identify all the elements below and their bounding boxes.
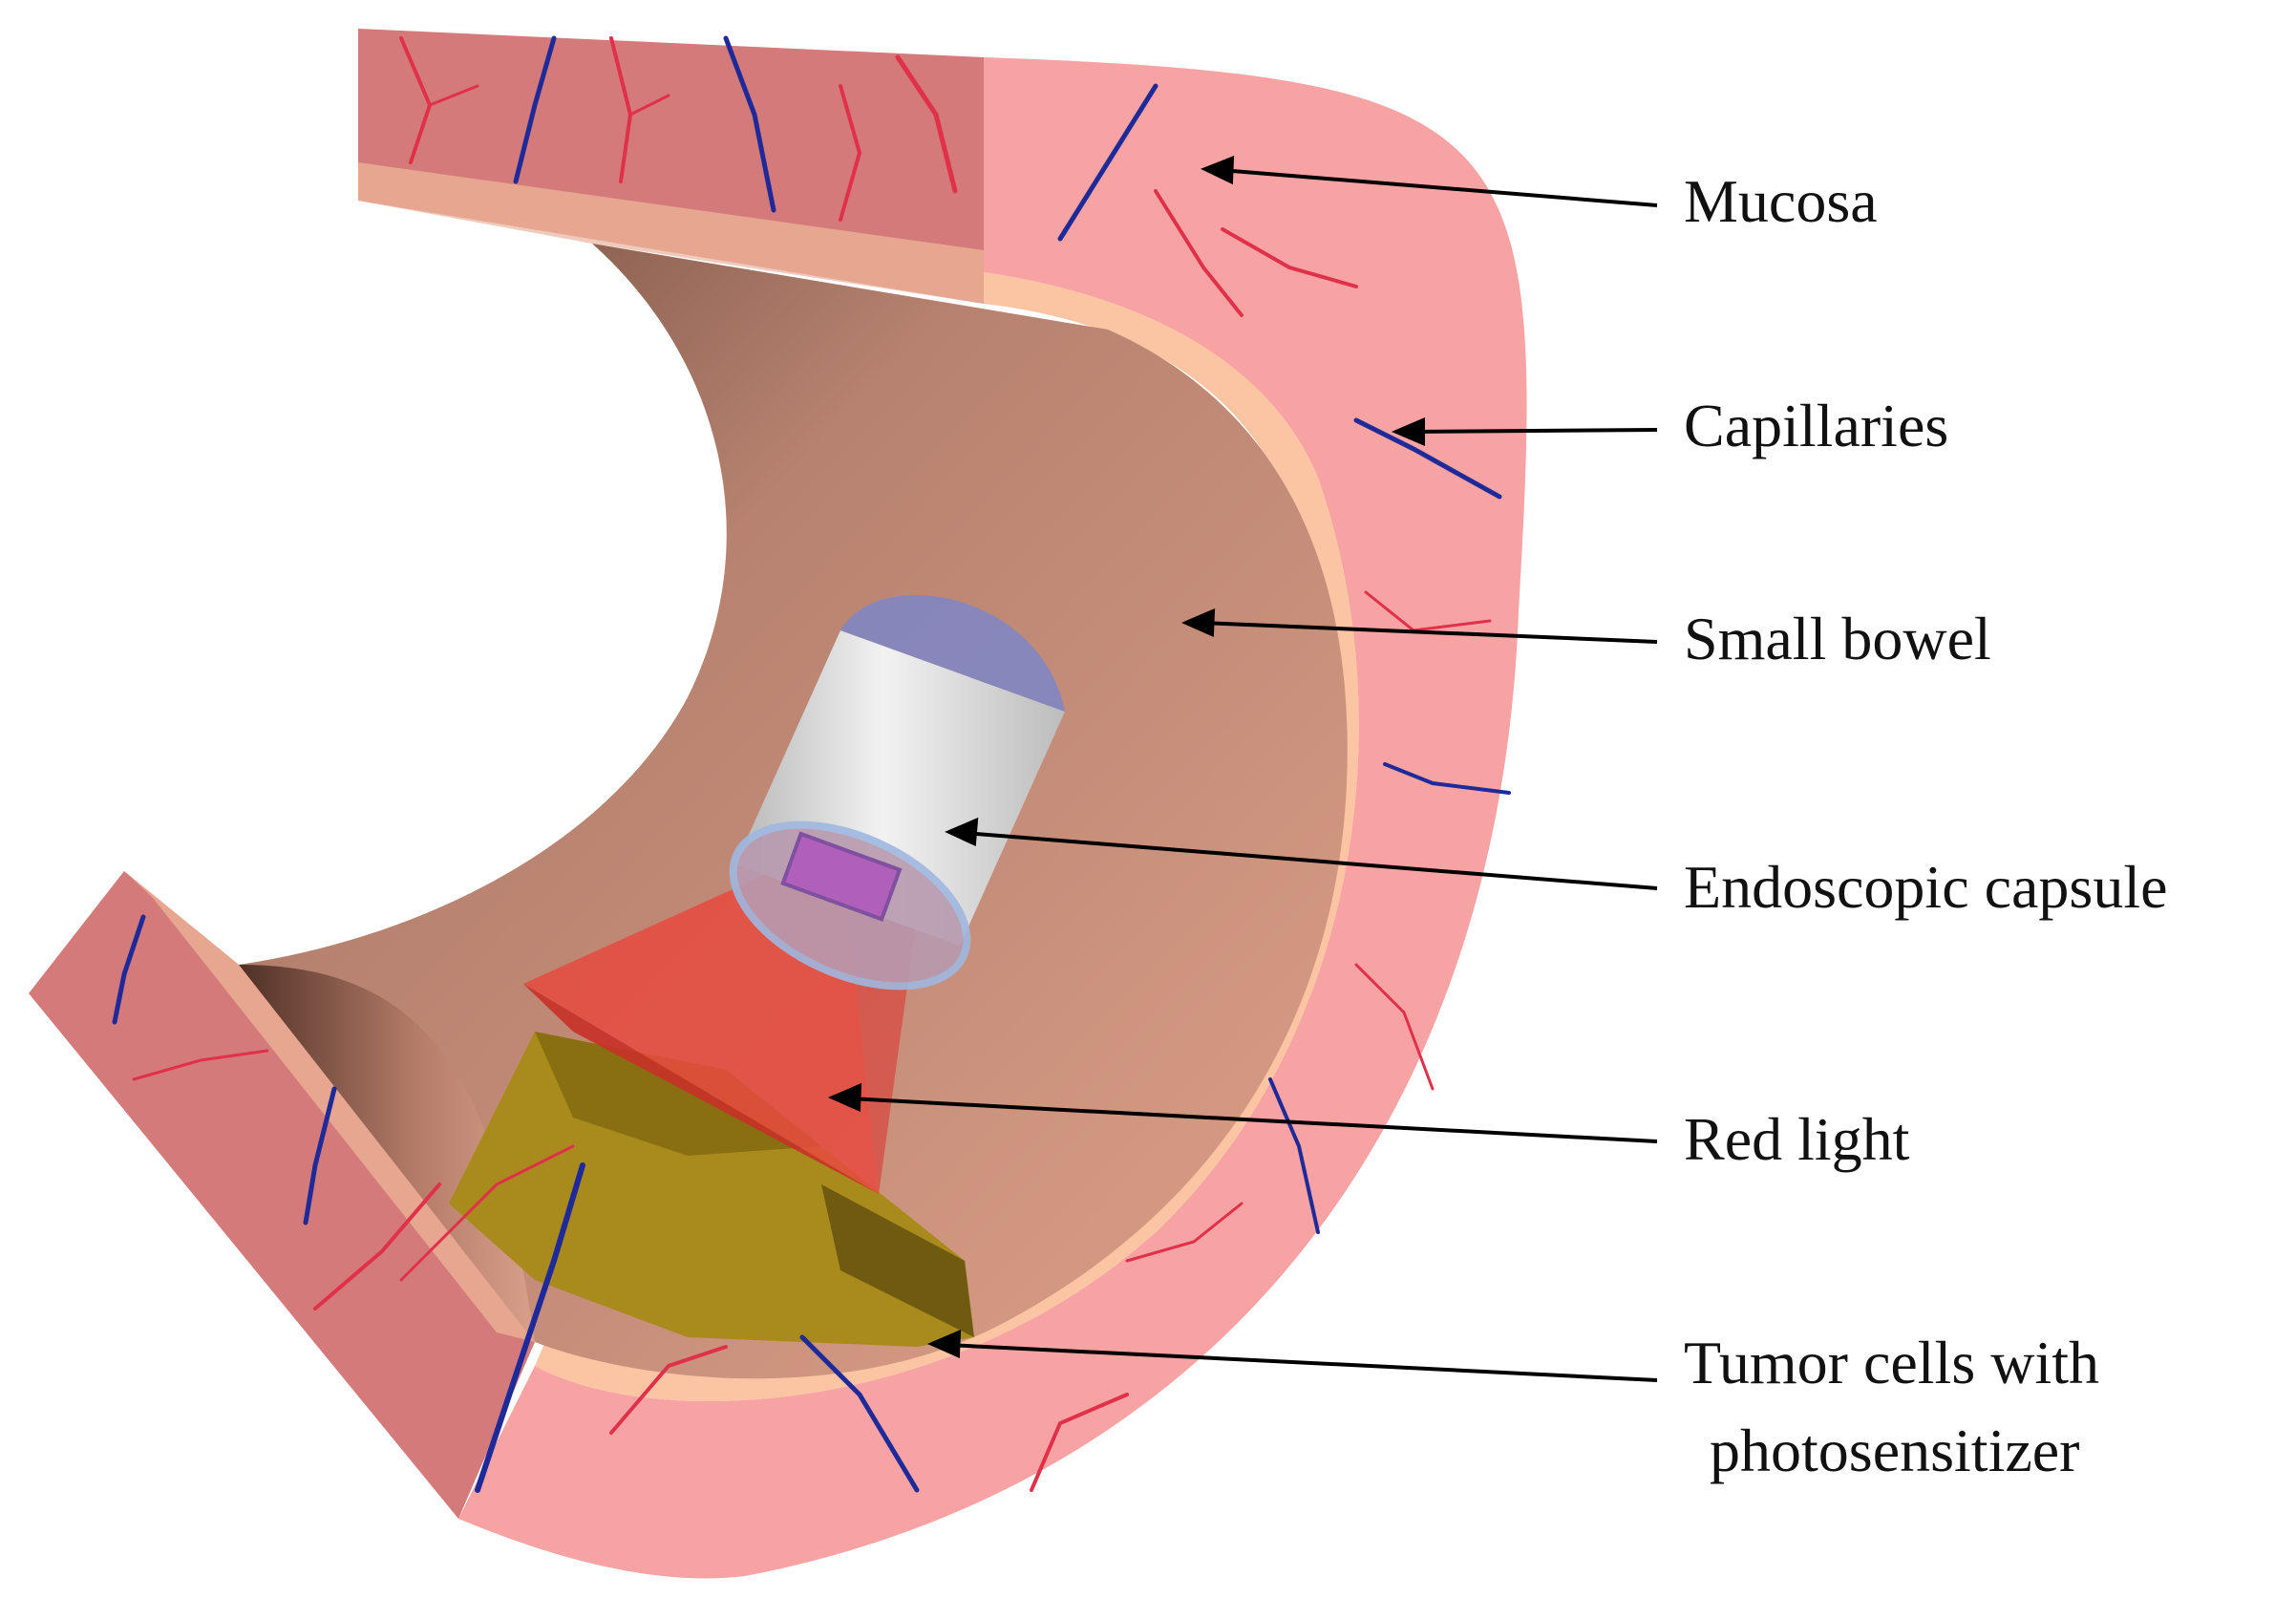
tumor-arrow [946,1343,1658,1382]
capillaries-arteries [132,36,1492,1492]
capsule-arrow [964,831,1658,890]
label-capillaries: Capillaries [1684,392,1948,459]
label-tumor-line1: Tumor cells with [1684,1329,2099,1396]
label-red-light: Red light [1684,1105,1910,1173]
capsule-led-array [780,831,903,922]
endoscopic-capsule [729,595,1065,991]
capillaries-arrow [1411,428,1658,434]
label-small-bowel: Small bowel [1684,605,1991,672]
mucosa-arrow [1220,168,1658,207]
label-tumor-line2: photosensitizer [1710,1417,2079,1484]
label-mucosa: Mucosa [1684,167,1878,235]
leader-arrows [828,156,1658,1382]
top-wall-section [358,29,984,304]
mucosa-wall [458,57,1527,1579]
red-light-arrow [847,1097,1658,1143]
small-bowel-arrow [1201,621,1658,644]
capillaries-veins [112,35,1511,1493]
label-endoscopic-capsule: Endoscopic capsule [1684,853,2168,921]
